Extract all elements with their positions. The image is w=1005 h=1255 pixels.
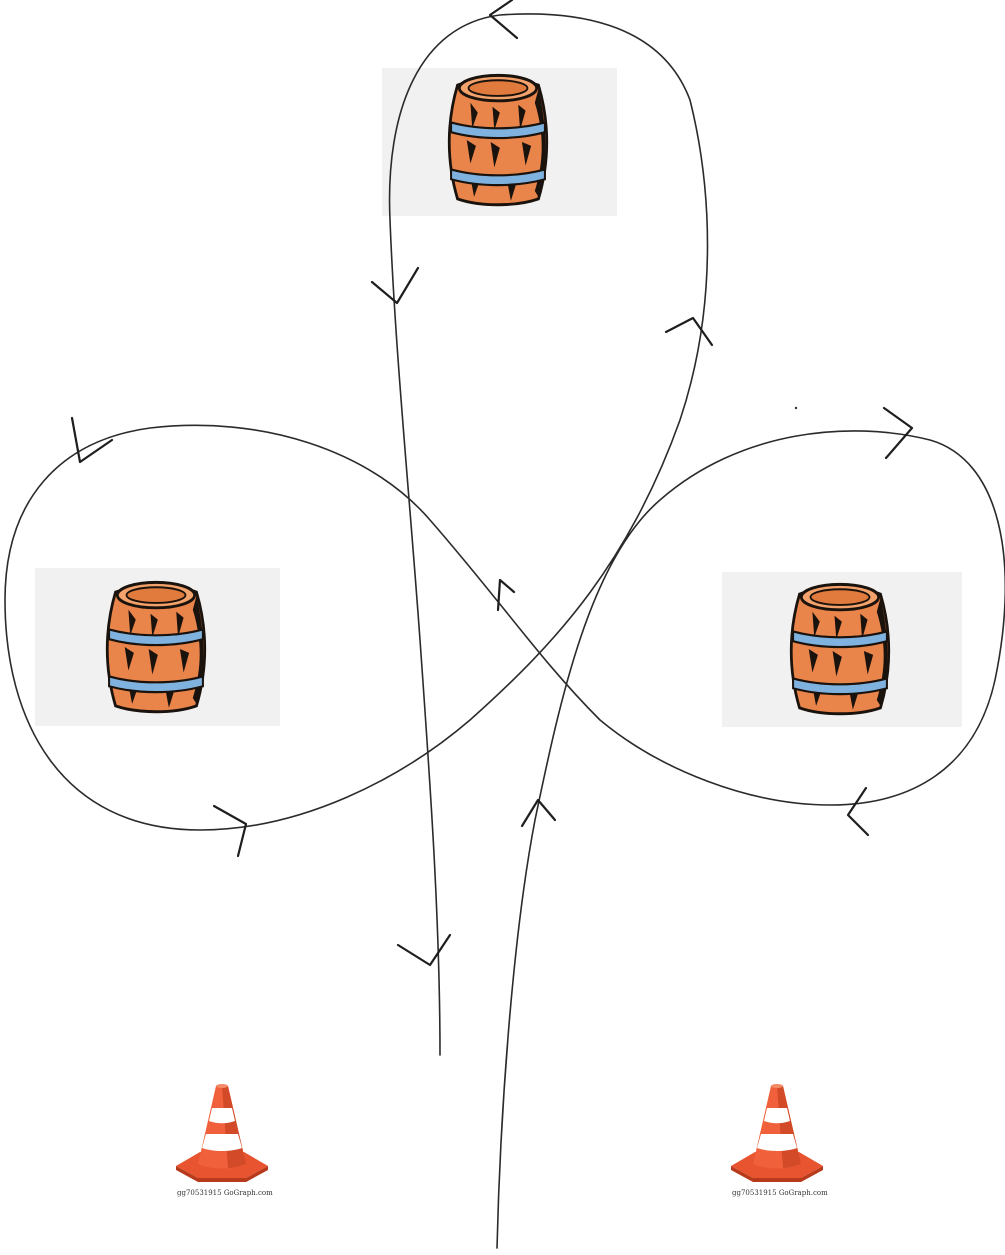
arrow-right-bottom [846,786,870,837]
arrow-top [488,0,519,40]
arrow-lower-center [520,798,557,828]
cone-left [176,1084,268,1182]
cone-right [731,1084,823,1182]
stray-dot [794,406,798,410]
arrow-left-top [70,416,114,464]
arrowheads [70,0,914,967]
arrow-center [496,578,516,612]
pattern-path [4,13,1005,1249]
arrow-right-top [882,406,914,460]
barrel-right [722,572,962,727]
arrow-bottom [396,933,452,967]
arrow-top-right [664,316,714,347]
arrow-top-left [370,266,420,305]
arrow-left-bottom [212,804,248,858]
cone-left-caption: gg70531915 GoGraph.com [177,1189,273,1197]
barrel-left [35,568,280,726]
barrel-top [382,68,617,216]
cone-right-caption: gg70531915 GoGraph.com [732,1189,828,1197]
